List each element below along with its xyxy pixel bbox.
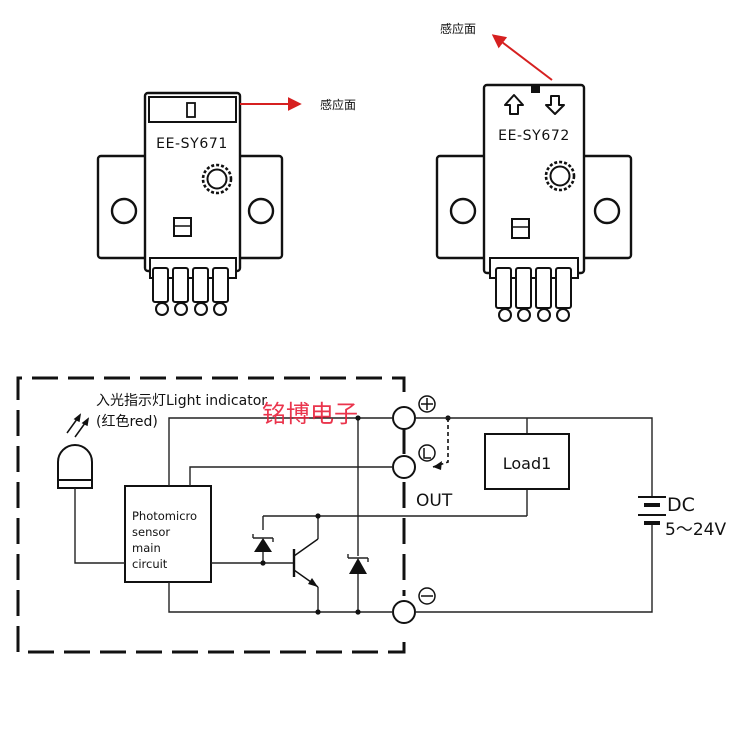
sensor-ee-sy671: 0 EE-SY671 感应面 [96,91,356,316]
light-indicator-led [57,444,93,489]
sensing-face-arrow [491,34,553,81]
mounting-hole-left [449,197,477,225]
up-arrow-icon [504,94,524,115]
voltage-label: 5～24V [665,520,726,540]
sensing-face-label: 感应面 [320,97,356,112]
main-circuit-line-2: sensor [132,525,170,539]
terminal-minus-node [392,600,416,624]
circuit-diagram: ⊕ Ⓛ ⊖ 入光指示灯Light indicator (红色red) Photo… [16,376,726,654]
l-terminal-icon [418,444,436,462]
light-rays-icon [66,413,90,438]
load-label: Load1 [503,454,552,473]
operation-indicator [173,217,192,237]
sensing-face-label: 感应面 [440,21,476,36]
zener-diode-left [254,538,272,552]
watermark-text: 铭博电子 [262,400,358,428]
terminal-plus-node [392,406,416,430]
model-label: EE-SY672 [498,128,570,144]
mounting-hole-right [247,197,275,225]
mounting-hole-left [110,197,138,225]
light-indicator-label: 入光指示灯Light indicator [96,393,267,409]
operation-indicator [511,218,530,239]
indicator-slot [186,102,196,118]
photomicro-main-circuit [124,485,212,583]
plus-icon [418,395,436,413]
out-label: OUT [416,491,453,511]
sensor-ee-sy672: EE-SY672 感应面 [435,21,633,322]
sensor-boundary [16,376,406,654]
mounting-hole-right [593,197,621,225]
load-box [484,433,570,490]
dc-label: DC [667,494,695,516]
output-transistor [292,538,319,588]
model-label: EE-SY671 [156,136,228,152]
down-arrow-icon [545,95,565,115]
main-circuit-line-3: main [132,541,161,555]
zener-diode-right [349,558,367,574]
main-circuit-line-1: Photomicro [132,509,197,523]
terminal-l-node [392,455,416,479]
light-color-label: (红色red) [96,413,158,430]
terminal-pins [152,267,229,316]
terminal-pins [495,267,572,322]
dc-supply-battery [638,496,666,525]
main-circuit-line-4: circuit [132,557,168,571]
minus-icon [418,587,436,605]
